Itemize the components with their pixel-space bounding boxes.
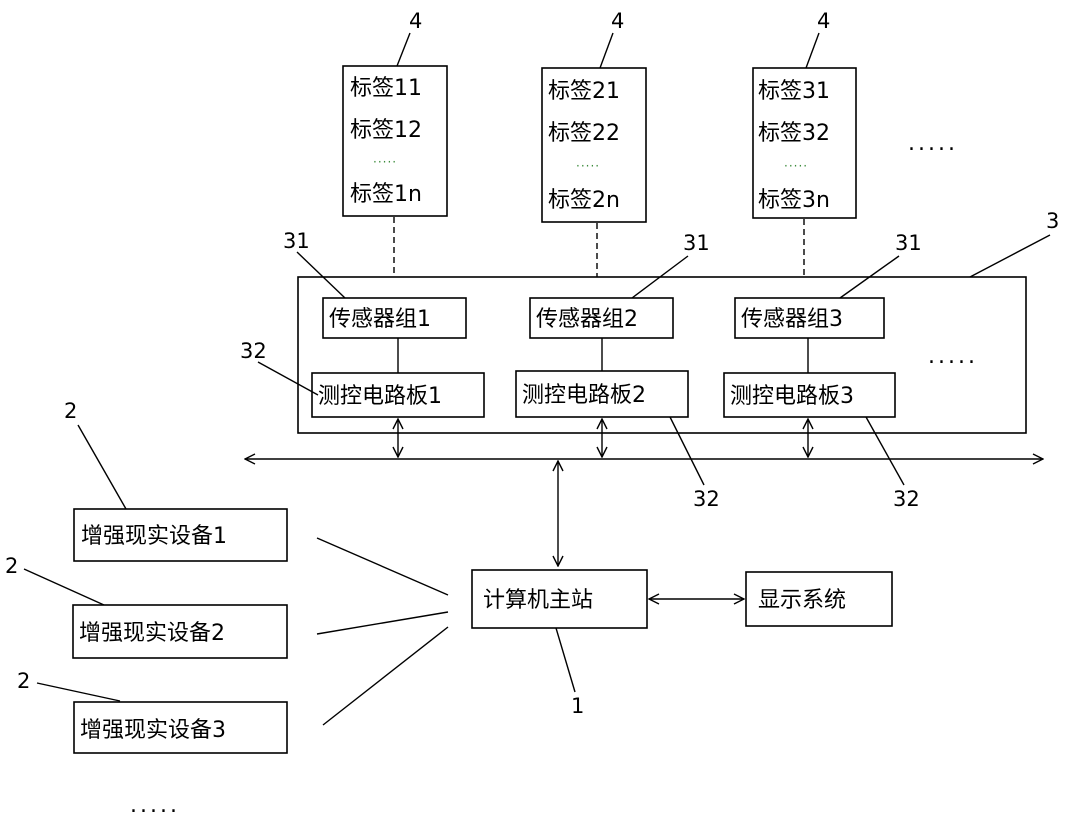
sensor-group-2-label: 传感器组2 [536,307,638,332]
ar-link-2 [317,612,448,634]
display-system-label: 显示系统 [758,588,846,613]
tag-3-2: 标签32 [758,121,830,146]
master-station-ref: 1 [571,694,584,718]
ar-link-1 [317,538,448,595]
ar-devices-ellipsis: ..... [130,793,180,818]
tag-1-1: 标签11 [350,76,422,101]
sensor-group-2-ref: 31 [683,231,710,255]
tag-1-ellipsis: ····· [373,155,397,169]
ar-link-3 [323,627,448,725]
tag-1-n: 标签1n [350,182,422,207]
control-board-3-label: 测控电路板3 [730,384,854,409]
tag-column-3-ref-leader [806,33,819,68]
tag-2-1: 标签21 [548,79,620,104]
sensor-group-3-ref: 31 [895,231,922,255]
control-board-1-ref: 32 [240,339,267,363]
ar-device-3-ref: 2 [17,669,30,693]
control-board-1-label: 测控电路板1 [318,384,442,409]
data-bus [245,419,1043,566]
tag-columns-ellipsis: ..... [908,131,958,156]
master-station-label: 计算机主站 [483,588,593,613]
ar-device-1-ref-leader [78,425,126,509]
tag-column-2-ref: 4 [611,9,624,33]
tag-1-2: 标签12 [350,118,422,143]
tag-column-3-ref: 4 [817,9,830,33]
sensor-unit: 3 ..... 传感器组1 测控电路板1 31 32 传感器组2 测控电路板2 … [240,209,1059,511]
tag-column-1-ref: 4 [409,9,422,33]
tag-column-2: 4 标签21 标签22 ····· 标签2n [542,9,646,297]
sensor-unit-ref: 3 [1046,209,1059,233]
control-board-2-label: 测控电路板2 [522,383,646,408]
ar-device-2: 增强现实设备2 2 [5,554,287,658]
display-system: 显示系统 [746,572,892,626]
tag-column-3: 4 标签31 标签32 ····· 标签3n [753,9,856,297]
tag-column-1-ref-leader [397,33,410,66]
control-board-3-ref: 32 [893,487,920,511]
ar-device-3-ref-leader [37,683,120,701]
tag-column-1: 4 标签11 标签12 ····· 标签1n [343,9,447,297]
ar-device-3-label: 增强现实设备3 [80,718,226,743]
tag-column-2-ref-leader [600,33,613,68]
sensor-unit-ref-leader [970,235,1050,277]
control-board-2-ref: 32 [693,487,720,511]
tag-3-1: 标签31 [758,79,830,104]
master-station-ref-leader [556,628,575,692]
ar-device-2-ref-leader [24,569,104,605]
unit-ellipsis: ..... [928,344,978,369]
ar-device-3: 增强现实设备3 2 [17,669,287,753]
tag-3-ellipsis: ····· [784,159,808,173]
ar-device-1-label: 增强现实设备1 [81,524,227,549]
master-station: 计算机主站 1 [472,570,647,718]
sensor-group-1-ref: 31 [283,229,310,253]
tag-2-2: 标签22 [548,121,620,146]
tag-3-n: 标签3n [758,188,830,213]
ar-device-1-ref: 2 [64,399,77,423]
tag-2-n: 标签2n [548,188,620,213]
tag-2-ellipsis: ····· [576,159,600,173]
ar-device-1: 增强现实设备1 2 [64,399,287,561]
sensor-group-1-label: 传感器组1 [329,307,431,332]
ar-device-2-ref: 2 [5,554,18,578]
ar-device-2-label: 增强现实设备2 [79,621,225,646]
sensor-group-3-label: 传感器组3 [741,307,843,332]
